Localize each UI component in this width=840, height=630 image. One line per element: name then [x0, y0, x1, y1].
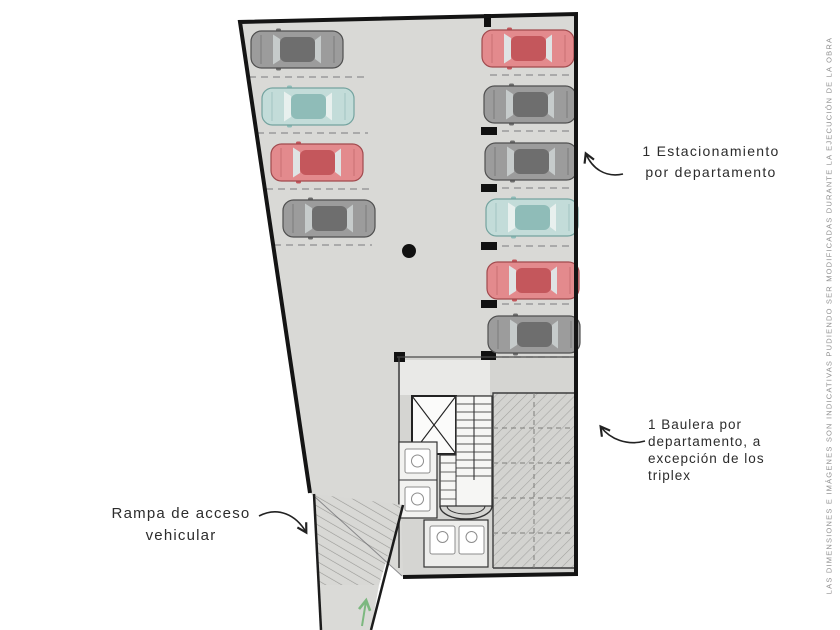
parking-annotation: 1 Estacionamiento por departamento — [616, 141, 806, 183]
baulera-annotation-line1: 1 Baulera por — [648, 417, 743, 432]
toilet-fixture-icon — [458, 525, 485, 555]
sink-fixture-icon — [404, 486, 431, 512]
baulera-annotation: 1 Baulera por departamento, a excepción … — [648, 416, 813, 484]
baulera-annotation-arrow — [599, 424, 646, 444]
stairs-icon — [439, 395, 493, 520]
baulera-annotation-line3: excepción de los — [648, 451, 765, 466]
sink-fixture-icon — [404, 448, 431, 474]
ramp-annotation: Rampa de acceso vehicular — [101, 503, 261, 547]
corridor — [400, 360, 490, 395]
parking-annotation-line1: 1 Estacionamiento — [642, 143, 780, 159]
car-left-4-icon — [282, 197, 376, 240]
baulera-area — [492, 392, 576, 569]
cars-layer — [250, 27, 581, 356]
parking-annotation-arrow — [583, 151, 624, 176]
car-right-3-icon — [484, 140, 578, 183]
service-rooms — [398, 441, 438, 519]
vehicle-ramp — [312, 493, 405, 630]
legal-disclaimer-vertical: LAS DIMENSIONES E IMÁGENES SON INDICATIV… — [824, 36, 834, 595]
car-left-2-icon — [261, 85, 355, 128]
car-right-2-icon — [483, 83, 577, 126]
car-left-3-icon — [270, 141, 364, 184]
parking-annotation-line2: por departamento — [645, 164, 777, 180]
ramp-annotation-line2: vehicular — [145, 527, 217, 544]
ramp-direction-arrow — [357, 597, 372, 627]
toilet-fixture-icon — [429, 525, 456, 555]
baulera-annotation-line4: triplex — [648, 468, 692, 483]
column-dot — [402, 244, 416, 258]
building-outline — [237, 11, 578, 579]
car-right-4-icon — [485, 196, 579, 239]
parking-stall-lines-left — [249, 76, 372, 246]
baulera-annotation-line2: departamento, a — [648, 434, 762, 449]
car-left-1-icon — [250, 28, 344, 71]
bathroom — [423, 519, 489, 568]
car-right-1-icon — [481, 27, 575, 70]
ramp-annotation-line1: Rampa de acceso — [111, 505, 251, 522]
car-right-6-icon — [487, 313, 581, 356]
ramp-annotation-arrow — [258, 511, 308, 535]
car-right-5-icon — [486, 259, 580, 302]
